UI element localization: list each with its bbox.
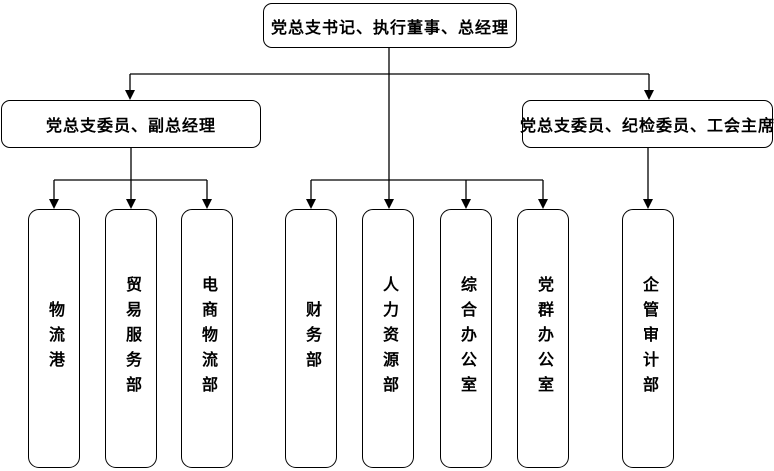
org-node-deputy-general-manager: 党总支委员、副总经理 xyxy=(1,100,261,148)
dept-trade-service-label: 贸易服务部 xyxy=(123,276,140,401)
dept-logistics-port-label: 物流港 xyxy=(46,301,63,376)
dept-human-resources: 人力资源部 xyxy=(362,209,414,468)
org-node-discipline-union-chairman-label: 党总支委员、纪检委员、工会主席 xyxy=(520,118,774,135)
dept-ecommerce-logistics: 电商物流部 xyxy=(181,209,233,468)
dept-general-office-label: 综合办公室 xyxy=(458,276,475,401)
org-node-root-label: 党总支书记、执行董事、总经理 xyxy=(270,19,509,37)
org-node-discipline-union-chairman: 党总支委员、纪检委员、工会主席 xyxy=(520,100,774,148)
dept-party-masses-office: 党群办公室 xyxy=(517,209,569,468)
dept-enterprise-audit-label: 企管审计部 xyxy=(640,276,657,401)
dept-ecommerce-logistics-label: 电商物流部 xyxy=(199,276,216,401)
dept-enterprise-audit: 企管审计部 xyxy=(622,209,674,468)
dept-party-masses-office-label: 党群办公室 xyxy=(535,276,552,401)
org-node-root: 党总支书记、执行董事、总经理 xyxy=(263,3,517,48)
dept-finance: 财务部 xyxy=(285,209,337,468)
dept-trade-service: 贸易服务部 xyxy=(105,209,157,468)
dept-human-resources-label: 人力资源部 xyxy=(380,276,397,401)
org-node-deputy-general-manager-label: 党总支委员、副总经理 xyxy=(45,118,216,135)
dept-general-office: 综合办公室 xyxy=(440,209,492,468)
dept-logistics-port: 物流港 xyxy=(28,209,80,468)
dept-finance-label: 财务部 xyxy=(303,301,320,376)
